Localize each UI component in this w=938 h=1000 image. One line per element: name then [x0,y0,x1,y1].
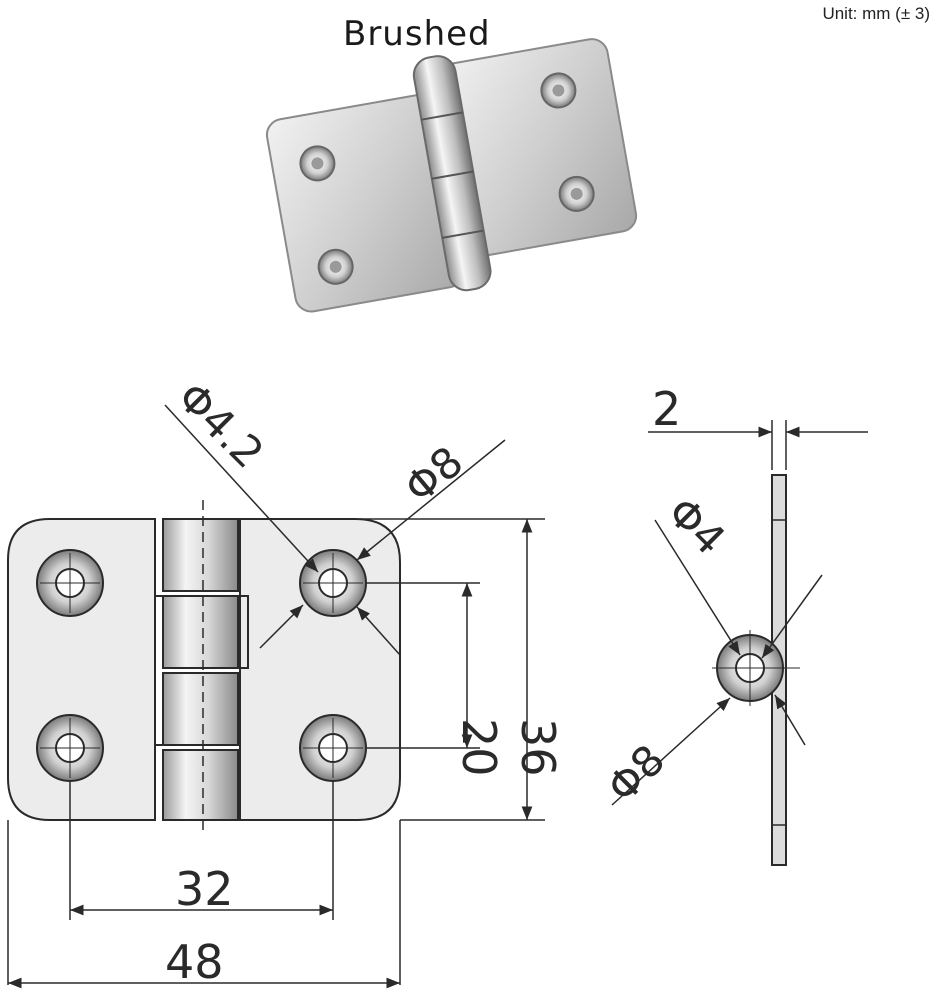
front-view-holes [36,549,367,782]
dim-32-label: 32 [175,862,234,916]
dim-48-label: 48 [165,935,224,989]
finish-title: Brushed [343,14,491,54]
side-view-dimensions [611,420,868,806]
front-view-dimensions [7,404,545,989]
dim-side-countersink-label: Φ8 [597,735,674,812]
dim-36-label: 36 [511,718,565,777]
unit-label: Unit: mm (± 3) [822,4,930,23]
dim-countersink-label: Φ8 [395,437,472,513]
hinge-photo [265,38,638,313]
dim-20-label: 20 [452,718,506,777]
dimension-labels: 32 48 20 36 Φ4.2 Φ8 2 Φ4 Φ8 [165,372,735,989]
dim-side-hole-label: Φ4 [658,487,735,564]
dim-thickness-label: 2 [652,382,681,436]
